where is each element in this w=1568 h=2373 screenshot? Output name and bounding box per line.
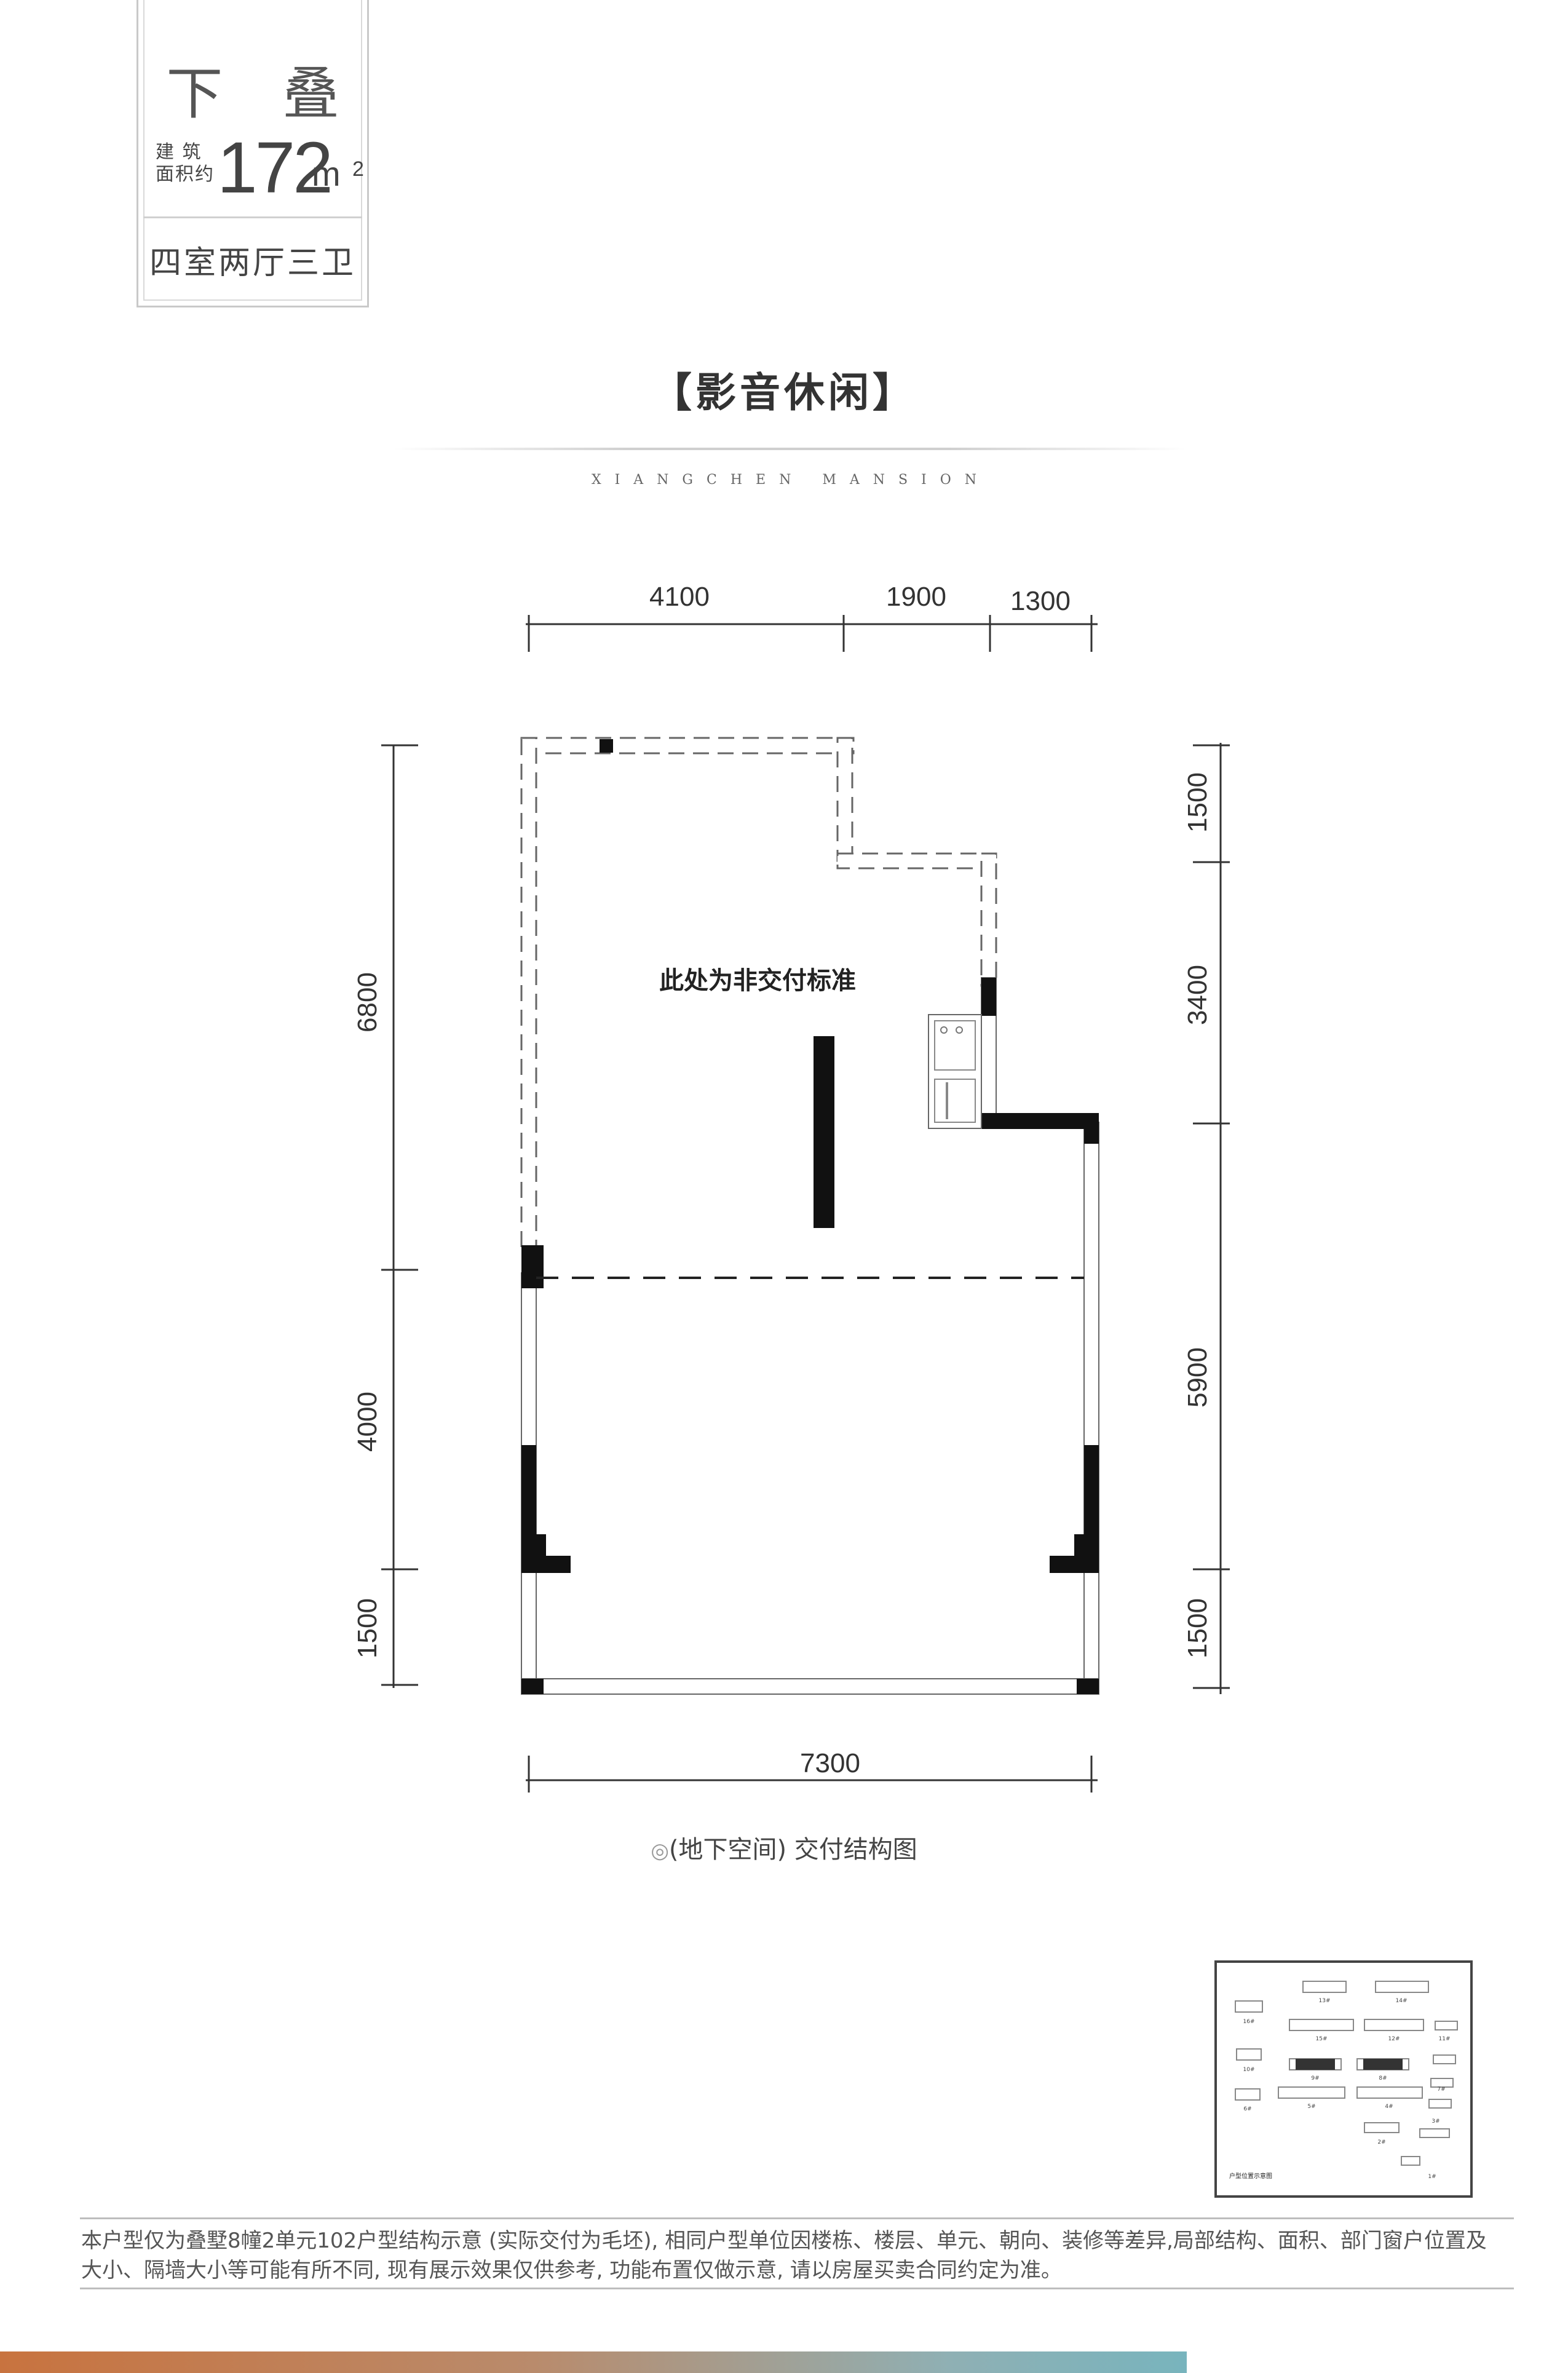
top-dim-label: 1900: [886, 582, 946, 612]
left-dimension-lines: [381, 744, 418, 1688]
top-dim-label: 4100: [649, 582, 710, 612]
keymap-label: 4#: [1385, 2104, 1393, 2110]
keymap-building: [1235, 2088, 1261, 2101]
top-dim-label: 1300: [1010, 586, 1071, 616]
column: [521, 1534, 546, 1559]
keymap-label: 5#: [1307, 2104, 1315, 2110]
column: [600, 739, 613, 753]
column: [521, 1245, 544, 1288]
drain-icon: [956, 1026, 963, 1034]
dashed-wall: [520, 737, 855, 755]
keymap-label: 15#: [1316, 2036, 1328, 2042]
title-divider: [394, 448, 1187, 450]
keymap-building: [1278, 2086, 1345, 2099]
badge-divider: [143, 216, 362, 218]
column: [981, 978, 996, 1016]
keymap-building: [1235, 2000, 1263, 2013]
column: [1084, 1113, 1099, 1144]
brand-gradient-bar: [0, 2351, 1187, 2373]
keymap-building: [1302, 1981, 1347, 1993]
caption-text: (地下空间) 交付结构图: [668, 1836, 917, 1864]
dashed-wall: [980, 852, 997, 987]
keymap-label: 6#: [1243, 2106, 1251, 2112]
keymap-building: [1375, 1981, 1429, 1993]
keymap-building: [1435, 2021, 1458, 2030]
area-unit: m: [312, 154, 341, 193]
keymap-drawing: 13# 14# 16# 15# 12# 10# 11# 9# 8# 6# 5# …: [1229, 1981, 1458, 2180]
top-dimension-lines: [526, 615, 1098, 652]
right-dim-label: 1500: [1182, 772, 1213, 833]
wall: [521, 1678, 1099, 1695]
keymap-label: 3#: [1431, 2118, 1439, 2125]
area-label-line2: 面积约: [156, 164, 215, 185]
left-dim-label: 1500: [352, 1598, 382, 1658]
caption-bullet-icon: ◎: [651, 1839, 669, 1863]
keymap-building: [1428, 2099, 1452, 2109]
keymap-label: 14#: [1396, 1998, 1408, 2004]
fixture-divider: [946, 1082, 948, 1119]
right-dimension-lines: [1193, 743, 1230, 1694]
plan-walls: [520, 737, 1099, 1695]
dashed-wall: [836, 737, 853, 862]
left-dim-label: 4000: [352, 1392, 382, 1452]
keymap-building: [1433, 2054, 1456, 2064]
bathroom-fixture: [928, 1014, 982, 1129]
keymap-label: 7#: [1437, 2086, 1445, 2093]
keymap-title: 户型位置示意图: [1229, 2172, 1272, 2180]
column: [521, 1679, 544, 1694]
area-label-line1: 建 筑: [156, 141, 202, 163]
unit-type: 下 叠: [166, 61, 360, 127]
keymap-building: [1364, 2122, 1400, 2133]
keymap-highlighted-building: [1296, 2059, 1335, 2070]
keymap-label: 1#: [1428, 2174, 1436, 2180]
column: [814, 1036, 834, 1228]
room-layout: 四室两厅三卫: [149, 245, 356, 282]
keymap-building: [1364, 2019, 1424, 2031]
unit-badge: 下 叠 建 筑 面积约 172 m 2 四室两厅三卫: [137, 0, 369, 307]
toilet-fixture: [934, 1079, 976, 1123]
section-title: 【影音休闲】: [651, 369, 917, 416]
dashed-wall: [520, 737, 537, 1250]
keymap-label: 10#: [1243, 2067, 1255, 2073]
plan-caption: ◎(地下空间) 交付结构图: [0, 1829, 1568, 1865]
footer-divider-bottom: [80, 2288, 1514, 2289]
shower-tray: [934, 1020, 976, 1071]
keymap-label: 11#: [1439, 2036, 1451, 2042]
keymap-building: [1401, 2156, 1420, 2166]
site-keymap: 13# 14# 16# 15# 12# 10# 11# 9# 8# 6# 5# …: [1214, 1960, 1473, 2198]
wall: [1083, 1122, 1099, 1695]
area-label: 建 筑 面积约: [156, 141, 217, 186]
keymap-building: [1430, 2078, 1454, 2088]
column: [1074, 1534, 1099, 1559]
right-dim-label: 3400: [1182, 965, 1213, 1025]
area-value: 172: [217, 127, 333, 208]
drain-icon: [940, 1026, 948, 1034]
keymap-label: 9#: [1311, 2075, 1319, 2082]
right-dim-label: 1500: [1182, 1598, 1213, 1658]
non-delivery-note: 此处为非交付标准: [659, 967, 856, 995]
keymap-highlighted-building: [1363, 2059, 1403, 2070]
badge-frame: [143, 0, 362, 301]
keymap-label: 12#: [1388, 2036, 1400, 2042]
bottom-dimension-lines: [526, 1756, 1098, 1793]
keymap-label: 8#: [1379, 2075, 1387, 2082]
keymap-label: 16#: [1243, 2019, 1255, 2025]
left-dim-label: 6800: [352, 972, 382, 1032]
keymap-building: [1356, 2086, 1423, 2099]
keymap-label: 2#: [1377, 2139, 1385, 2145]
keymap-label: 13#: [1319, 1998, 1331, 2004]
keymap-building: [1236, 2048, 1262, 2061]
keymap-building: [1419, 2128, 1450, 2138]
area-unit-superscript: 2: [352, 157, 364, 181]
keymap-building: [1289, 2019, 1354, 2031]
column: [1077, 1679, 1099, 1694]
column: [978, 1113, 1099, 1129]
bottom-dim-label: 7300: [800, 1748, 860, 1778]
dashed-wall: [836, 852, 997, 870]
footer-divider: [80, 2217, 1514, 2219]
project-subtitle: XIANGCHEN MANSION: [591, 472, 991, 488]
right-dim-label: 5900: [1182, 1347, 1213, 1408]
disclaimer-text: 本户型仅为叠墅8幢2单元102户型结构示意 (实际交付为毛坯), 相同户型单位因…: [81, 2228, 1487, 2283]
